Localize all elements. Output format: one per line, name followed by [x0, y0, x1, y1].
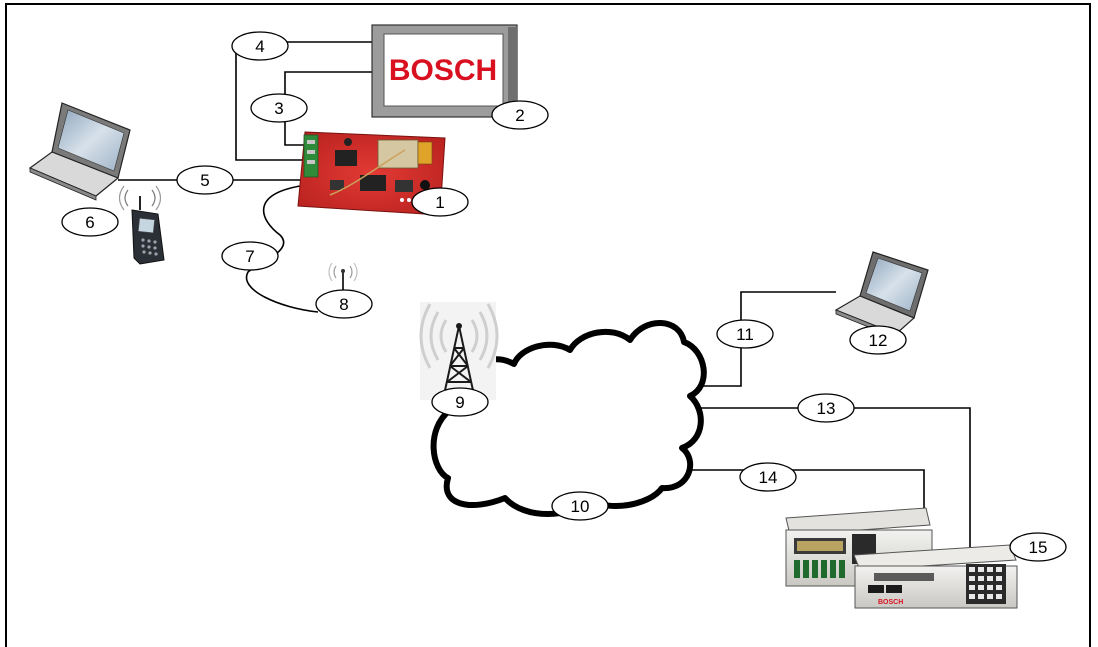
callout-12-label: 12: [869, 331, 888, 350]
cell-phone: [120, 186, 165, 264]
callout-1-label: 1: [435, 193, 444, 212]
cell-tower-icon: [420, 302, 497, 400]
callout-14: 14: [740, 463, 796, 491]
central-station-receiver-front: BOSCH: [854, 545, 1017, 608]
keypad-display: BOSCH: [372, 25, 517, 117]
callout-3: 3: [251, 94, 307, 122]
laptop-right: [836, 252, 928, 338]
laptop-left: [30, 103, 130, 200]
callout-15-label: 15: [1029, 538, 1048, 557]
callout-13: 13: [798, 394, 854, 422]
callout-7: 7: [222, 242, 278, 270]
callout-6-label: 6: [85, 213, 94, 232]
callout-8: 8: [316, 290, 372, 318]
callout-2: 2: [492, 101, 548, 129]
callout-12: 12: [850, 326, 906, 354]
brand-logo-text: BOSCH: [389, 54, 497, 87]
callout-10: 10: [552, 492, 608, 520]
callout-4: 4: [232, 32, 288, 60]
callout-9: 9: [432, 388, 488, 416]
callout-11: 11: [717, 320, 773, 348]
callout-15: 15: [1010, 533, 1066, 561]
callout-7-label: 7: [245, 247, 254, 266]
callout-14-label: 14: [759, 468, 778, 487]
receiver-brand-text: BOSCH: [878, 599, 903, 606]
callout-9-label: 9: [455, 393, 464, 412]
callout-6: 6: [62, 208, 118, 236]
callout-10-label: 10: [571, 497, 590, 516]
callout-4-label: 4: [255, 37, 264, 56]
callout-3-label: 3: [274, 99, 283, 118]
antenna-icon: [329, 263, 357, 292]
callout-11-label: 11: [736, 325, 754, 344]
callout-2-label: 2: [515, 106, 524, 125]
callout-5: 5: [177, 166, 233, 194]
callout-5-label: 5: [200, 171, 209, 190]
callout-1: 1: [412, 188, 468, 216]
callout-13-label: 13: [817, 399, 836, 418]
callout-8-label: 8: [339, 295, 348, 314]
